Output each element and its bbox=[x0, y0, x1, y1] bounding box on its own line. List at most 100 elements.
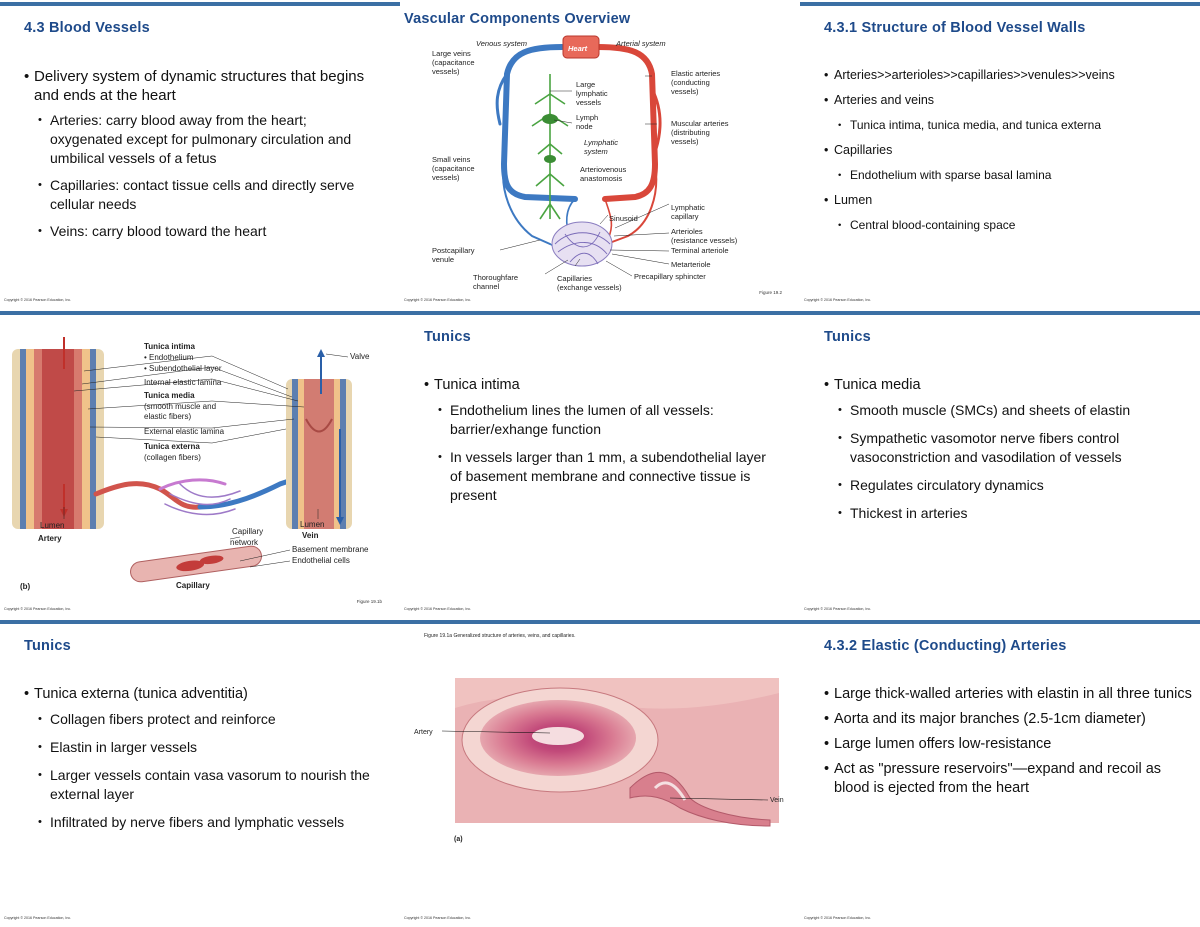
svg-text:Capillary: Capillary bbox=[176, 581, 210, 590]
slide-title: 4.3 Blood Vessels bbox=[24, 20, 150, 36]
svg-text:anastomosis: anastomosis bbox=[580, 174, 622, 183]
capillary-network-icon bbox=[93, 476, 298, 516]
svg-text:Lymphatic: Lymphatic bbox=[671, 203, 705, 212]
slide-top-bar bbox=[0, 311, 400, 315]
copyright: Copyright © 2016 Pearson Education, Inc. bbox=[4, 607, 72, 611]
vessel-structure-diagram: Tunica intima • Endothelium • Subendothe… bbox=[12, 337, 370, 591]
copyright: Copyright © 2016 Pearson Education, Inc. bbox=[404, 298, 472, 302]
slide-top-bar bbox=[0, 2, 400, 6]
slide-title: Tunics bbox=[424, 329, 471, 345]
svg-text:Postcapillary: Postcapillary bbox=[432, 246, 475, 255]
svg-text:Lymphatic: Lymphatic bbox=[584, 138, 618, 147]
arterial-vessels bbox=[595, 44, 662, 243]
svg-text:Lumen: Lumen bbox=[300, 520, 324, 529]
svg-text:venule: venule bbox=[432, 255, 454, 264]
svg-text:node: node bbox=[576, 122, 593, 131]
svg-text:Precapillary sphincter: Precapillary sphincter bbox=[634, 272, 706, 281]
bullet-item: Tunica media bbox=[824, 376, 1174, 395]
bullet-item: Delivery system of dynamic structures th… bbox=[24, 67, 374, 105]
svg-text:(b): (b) bbox=[20, 582, 31, 591]
vein-illustration bbox=[286, 349, 352, 529]
slide-vessel-figure: Tunica intima • Endothelium • Subendothe… bbox=[0, 309, 400, 618]
svg-text:Lumen: Lumen bbox=[40, 521, 64, 530]
slide-title: Vascular Components Overview bbox=[404, 11, 631, 27]
bullet-item: Arteries>>arterioles>>capillaries>>venul… bbox=[824, 67, 1184, 84]
copyright: Copyright © 2016 Pearson Education, Inc. bbox=[804, 298, 872, 302]
bullet-list: Arteries>>arterioles>>capillaries>>venul… bbox=[824, 67, 1184, 242]
svg-text:Muscular arteries: Muscular arteries bbox=[671, 119, 729, 128]
svg-text:Metarteriole: Metarteriole bbox=[671, 260, 711, 269]
svg-text:External elastic lamina: External elastic lamina bbox=[144, 427, 225, 436]
bullet-item: Regulates circulatory dynamics bbox=[824, 476, 1174, 495]
bullet-item: Tunica intima bbox=[424, 376, 774, 395]
svg-text:(collagen fibers): (collagen fibers) bbox=[144, 453, 201, 462]
bullet-list: Tunica intima Endothelium lines the lume… bbox=[424, 376, 774, 514]
bullet-item: In vessels larger than 1 mm, a subendoth… bbox=[424, 448, 774, 505]
slide-micrograph: Figure 19.1a Generalized structure of ar… bbox=[400, 618, 800, 927]
copyright: Copyright © 2016 Pearson Education, Inc. bbox=[4, 916, 72, 920]
svg-text:• Subendothelial layer: • Subendothelial layer bbox=[144, 364, 222, 373]
slide-top-bar bbox=[400, 620, 800, 624]
leader-lines bbox=[499, 75, 670, 277]
bullet-item: Veins: carry blood toward the heart bbox=[24, 222, 374, 241]
slide-top-bar bbox=[800, 311, 1200, 315]
svg-text:Sinusoid: Sinusoid bbox=[609, 214, 638, 223]
svg-text:Arteriovenous: Arteriovenous bbox=[580, 165, 627, 174]
svg-text:Artery: Artery bbox=[38, 534, 62, 543]
figure-reference: Figure 19.1b bbox=[356, 599, 382, 604]
svg-text:Large veins: Large veins bbox=[432, 49, 471, 58]
slide-title: 4.3.1 Structure of Blood Vessel Walls bbox=[824, 20, 1086, 36]
bullet-item: Aorta and its major branches (2.5-1cm di… bbox=[824, 710, 1194, 729]
copyright: Copyright © 2016 Pearson Education, Inc. bbox=[4, 298, 72, 302]
capillary-bed-icon bbox=[551, 221, 613, 267]
copyright: Copyright © 2016 Pearson Education, Inc. bbox=[804, 916, 872, 920]
bullet-item: Thickest in arteries bbox=[824, 504, 1174, 523]
svg-text:Basement membrane: Basement membrane bbox=[292, 545, 369, 554]
slide-blood-vessels: 4.3 Blood Vessels Delivery system of dyn… bbox=[0, 0, 400, 309]
slide-top-bar bbox=[800, 620, 1200, 624]
svg-text:Venous system: Venous system bbox=[476, 39, 527, 48]
svg-text:system: system bbox=[584, 147, 608, 156]
svg-text:Valve: Valve bbox=[350, 352, 370, 361]
svg-text:Tunica externa: Tunica externa bbox=[144, 442, 200, 451]
bullet-item: Large thick-walled arteries with elastin… bbox=[824, 685, 1194, 704]
bullet-item: Lumen bbox=[824, 192, 1184, 209]
svg-text:vessels): vessels) bbox=[671, 87, 699, 96]
diagram-labels: Venous system Arterial system Heart Larg… bbox=[432, 39, 738, 292]
leader-lines bbox=[441, 730, 769, 801]
svg-text:(distributing: (distributing bbox=[671, 128, 710, 137]
slide-top-bar bbox=[800, 2, 1200, 6]
svg-text:Arterioles: Arterioles bbox=[671, 227, 703, 236]
svg-text:Large: Large bbox=[576, 80, 595, 89]
svg-text:Lymph: Lymph bbox=[576, 113, 598, 122]
svg-text:Vein: Vein bbox=[302, 531, 319, 540]
panel-label: (a) bbox=[454, 836, 463, 843]
svg-text:Capillary: Capillary bbox=[232, 527, 263, 536]
lymph-node-icon bbox=[544, 155, 556, 163]
svg-text:Endothelial cells: Endothelial cells bbox=[292, 556, 350, 565]
svg-text:(capacitance: (capacitance bbox=[432, 58, 475, 67]
copyright: Copyright © 2016 Pearson Education, Inc. bbox=[404, 916, 472, 920]
svg-text:Small veins: Small veins bbox=[432, 155, 471, 164]
slide-vessel-wall-structure: 4.3.1 Structure of Blood Vessel Walls Ar… bbox=[800, 0, 1200, 309]
bullet-list: Tunica media Smooth muscle (SMCs) and sh… bbox=[824, 376, 1174, 532]
bullet-item: Act as "pressure reservoirs"—expand and … bbox=[824, 760, 1194, 798]
svg-text:vessels): vessels) bbox=[432, 67, 460, 76]
svg-text:vessels: vessels bbox=[576, 98, 601, 107]
slide-tunics-intima: Tunics Tunica intima Endothelium lines t… bbox=[400, 309, 800, 618]
bullet-item: Central blood-containing space bbox=[824, 217, 1184, 234]
bullet-item: Endothelium lines the lumen of all vesse… bbox=[424, 401, 774, 439]
svg-text:Arterial system: Arterial system bbox=[615, 39, 666, 48]
svg-text:Tunica intima: Tunica intima bbox=[144, 342, 196, 351]
bullet-item: Tunica intima, tunica media, and tunica … bbox=[824, 117, 1184, 134]
svg-text:vessels): vessels) bbox=[671, 137, 699, 146]
slide-top-bar bbox=[400, 311, 800, 315]
bullet-item: Elastin in larger vessels bbox=[24, 738, 374, 757]
svg-text:vessels): vessels) bbox=[432, 173, 460, 182]
svg-text:• Endothelium: • Endothelium bbox=[144, 353, 194, 362]
svg-text:(smooth muscle and: (smooth muscle and bbox=[144, 402, 216, 411]
bullet-item: Capillaries: contact tissue cells and di… bbox=[24, 176, 374, 214]
bullet-item: Smooth muscle (SMCs) and sheets of elast… bbox=[824, 401, 1174, 420]
svg-text:(conducting: (conducting bbox=[671, 78, 710, 87]
bullet-item: Arteries and veins bbox=[824, 92, 1184, 109]
